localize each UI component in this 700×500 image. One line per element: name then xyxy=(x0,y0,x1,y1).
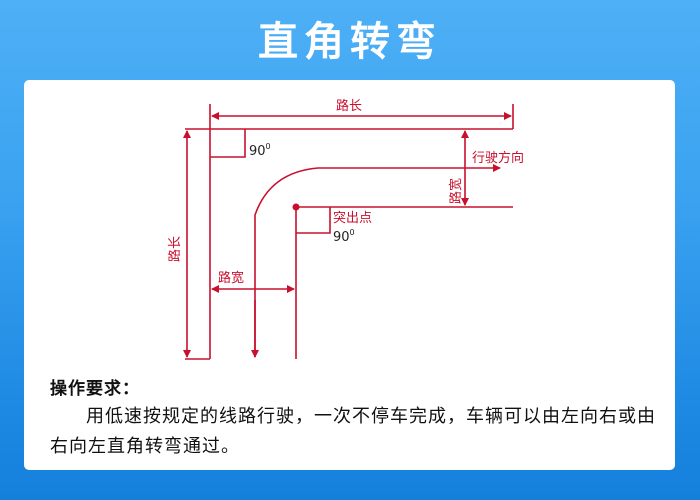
right-angle-label-2: 900 xyxy=(333,228,355,245)
road-length-left-label: 路长 xyxy=(167,236,183,262)
right-angle-label-1: 900 xyxy=(249,142,271,159)
driving-direction-label: 行驶方向 xyxy=(472,150,524,166)
right-angle-marker-2 xyxy=(296,207,331,234)
protruding-point-label: 突出点 xyxy=(333,210,372,226)
road-width-bottom-label: 路宽 xyxy=(218,270,244,286)
road-length-top-label: 路长 xyxy=(336,98,362,114)
page-title: 直角转弯 xyxy=(258,19,442,65)
requirements-heading: 操作要求： xyxy=(50,379,140,399)
right-angle-turn-diagram: 路长 行驶方向 突出点 路宽 路长 路宽 900 900 xyxy=(167,98,524,360)
road-width-right-label: 路宽 xyxy=(448,178,464,204)
driving-path xyxy=(254,164,501,357)
right-angle-marker-1 xyxy=(210,129,246,158)
requirements-body: 用低速按规定的线路行驶，一次不停车完成，车辆可以由左向右或由右向左直角转弯通过。 xyxy=(50,406,656,457)
protruding-point-dot xyxy=(292,203,300,211)
content-card: 路长 行驶方向 突出点 路宽 路长 路宽 900 900 操作要求： 用低速按规… xyxy=(24,80,675,470)
